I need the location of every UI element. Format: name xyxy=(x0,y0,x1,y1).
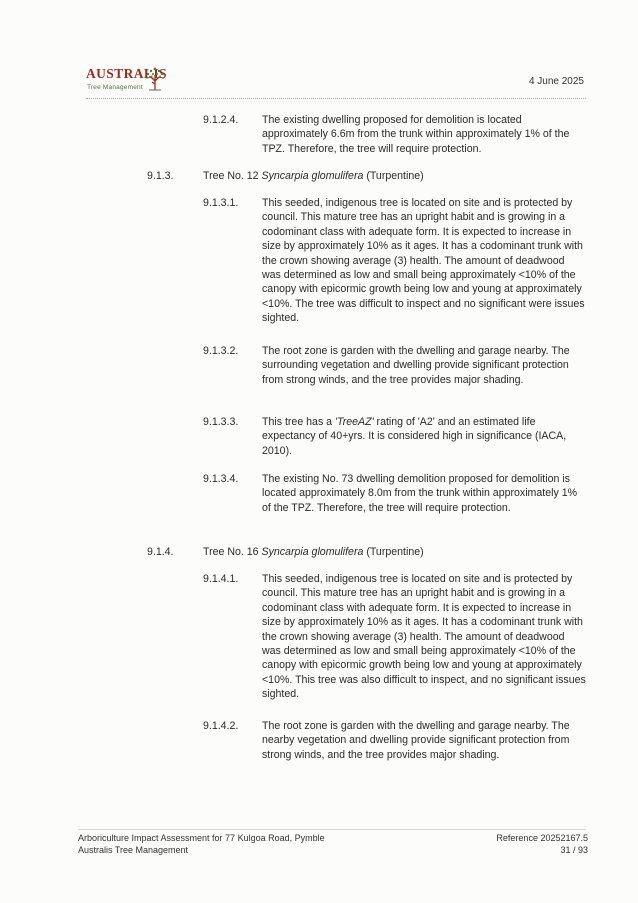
footer-company: Australis Tree Management xyxy=(78,845,189,855)
tree-number-label: Tree No. 16 xyxy=(203,546,262,558)
paragraph-text: The existing No. 73 dwelling demolition … xyxy=(262,473,578,514)
species-name: Syncarpia glomulifera xyxy=(261,546,364,558)
heading-number: 9.1.3. xyxy=(147,170,174,182)
paragraph-text: The root zone is garden with the dwellin… xyxy=(262,720,570,761)
heading-text: Tree No. 16 Syncarpia glomulifera (Turpe… xyxy=(203,545,583,559)
paragraph-number: 9.1.3.4. xyxy=(203,473,239,485)
paragraph-text: This seeded, indigenous tree is located … xyxy=(262,197,585,325)
paragraph-number: 9.1.3.3. xyxy=(203,416,239,428)
paragraph-text: This tree has a 'TreeAZ' rating of 'A2' … xyxy=(262,415,586,458)
paragraph-number: 9.1.3.2. xyxy=(203,345,239,357)
tree-logo-icon xyxy=(146,67,164,91)
footer-page-number: 31 / 93 xyxy=(560,845,588,855)
footer-left: Arboriculture Impact Assessment for 77 K… xyxy=(78,832,325,856)
paragraph-number: 9.1.4.2. xyxy=(203,720,239,732)
header-divider xyxy=(86,98,586,99)
text-segment: rating of 'A2' and an estimated life exp… xyxy=(262,416,567,457)
heading-text: Tree No. 12 Syncarpia glomulifera (Turpe… xyxy=(203,169,583,183)
paragraph-text: This seeded, indigenous tree is located … xyxy=(262,573,586,701)
logo-subtitle: Tree Management xyxy=(87,84,143,91)
heading-number: 9.1.4. xyxy=(147,546,174,558)
paragraph-number: 9.1.4.1. xyxy=(203,573,239,585)
company-logo: Australis Tree Management xyxy=(86,64,176,96)
footer-document-title: Arboriculture Impact Assessment for 77 K… xyxy=(78,833,325,843)
logo-wordmark: Australis xyxy=(86,66,167,81)
text-segment: This tree has a xyxy=(262,416,336,428)
species-name: Syncarpia glomulifera xyxy=(261,170,364,182)
paragraph-text: The root zone is garden with the dwellin… xyxy=(262,345,570,386)
tree-number-label: Tree No. 12 xyxy=(203,170,262,182)
paragraph-number: 9.1.2.4. xyxy=(203,114,239,126)
footer-divider xyxy=(78,829,586,830)
common-name: (Turpentine) xyxy=(363,546,424,558)
paragraph-number: 9.1.3.1. xyxy=(203,197,239,209)
page-header: Australis Tree Management 4 June 2025 xyxy=(86,64,586,98)
footer-reference: Reference 20252167.5 xyxy=(496,833,588,843)
paragraph-text: The existing dwelling proposed for demol… xyxy=(262,114,570,155)
common-name: (Turpentine) xyxy=(363,170,424,182)
document-body: 9.1.2.4. The existing dwelling proposed … xyxy=(147,114,586,761)
treeaz-term: 'TreeAZ' xyxy=(335,416,374,428)
header-date: 4 June 2025 xyxy=(528,76,584,87)
footer-right: Reference 20252167.5 31 / 93 xyxy=(496,832,588,856)
